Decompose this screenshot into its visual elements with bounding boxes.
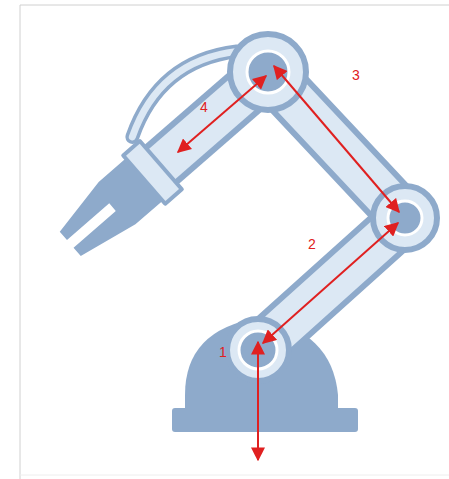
joint <box>230 34 306 110</box>
callout-number: 4 <box>200 100 208 114</box>
gripper-assembly <box>32 27 291 269</box>
dimension-arrow <box>178 66 399 460</box>
callout-number: 1 <box>219 345 227 359</box>
grid-frame <box>20 5 449 479</box>
callout-number: 2 <box>308 237 316 251</box>
robot-base <box>172 318 358 432</box>
callout-number: 3 <box>352 68 360 82</box>
joint <box>373 186 437 250</box>
